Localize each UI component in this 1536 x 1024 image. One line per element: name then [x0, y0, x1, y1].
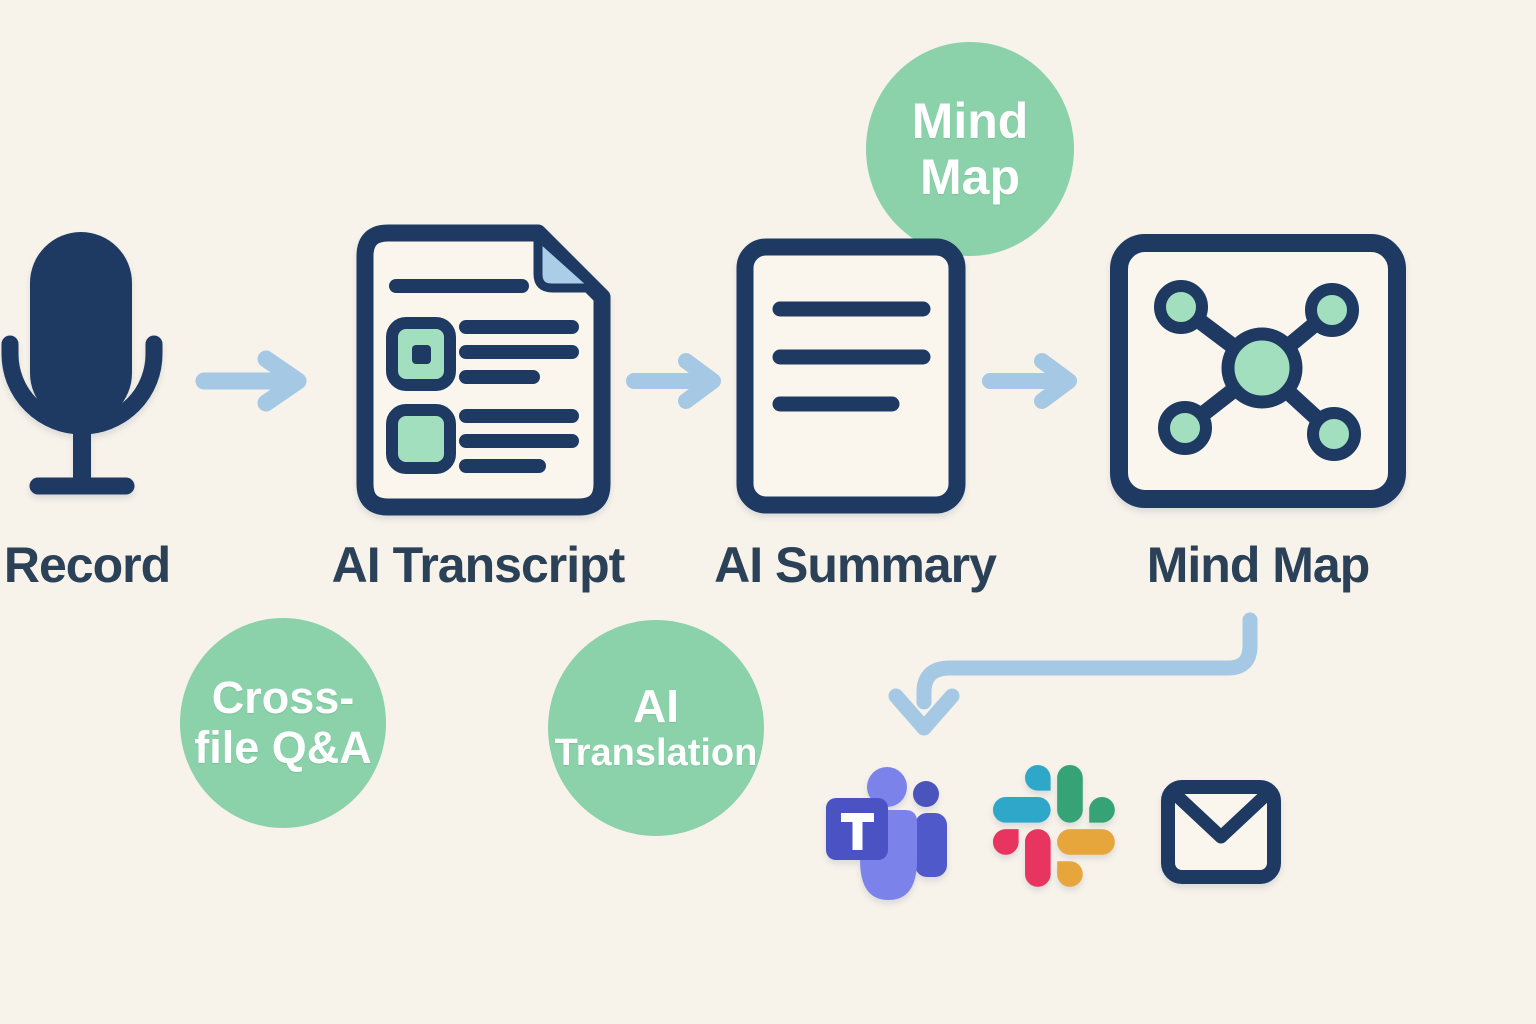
badge-text-line: Mind	[911, 93, 1029, 149]
badge-text-line: Map	[920, 149, 1020, 205]
export-curved-arrow-icon	[888, 612, 1258, 736]
step-label-mind-map: Mind Map	[1146, 537, 1371, 593]
mind-map-icon	[1110, 234, 1406, 508]
email-icon	[1161, 780, 1281, 884]
step-label-ai-transcript: AI Transcript	[331, 537, 626, 593]
badge-text-line: Translation	[554, 732, 758, 775]
summary-document-icon	[736, 238, 966, 514]
microphone-icon	[1, 232, 163, 495]
mind-map-feature-badge: Mind Map	[866, 42, 1074, 256]
badge-text-line: Cross-	[211, 671, 355, 723]
step-label-record: Record	[3, 537, 171, 593]
microsoft-teams-icon	[826, 767, 947, 900]
slack-icon	[993, 765, 1115, 887]
flow-arrow-icon	[626, 353, 721, 409]
transcript-document-icon	[356, 224, 611, 516]
badge-text-line: file Q&A	[194, 722, 372, 773]
cross-file-qa-feature-badge: Cross- file Q&A	[180, 618, 386, 828]
step-label-ai-summary: AI Summary	[714, 537, 997, 593]
flow-arrow-icon	[982, 353, 1077, 409]
badge-text-line: AI	[633, 679, 679, 732]
flow-arrow-icon	[195, 350, 307, 412]
ai-translation-feature-badge: AI Translation	[548, 620, 764, 836]
